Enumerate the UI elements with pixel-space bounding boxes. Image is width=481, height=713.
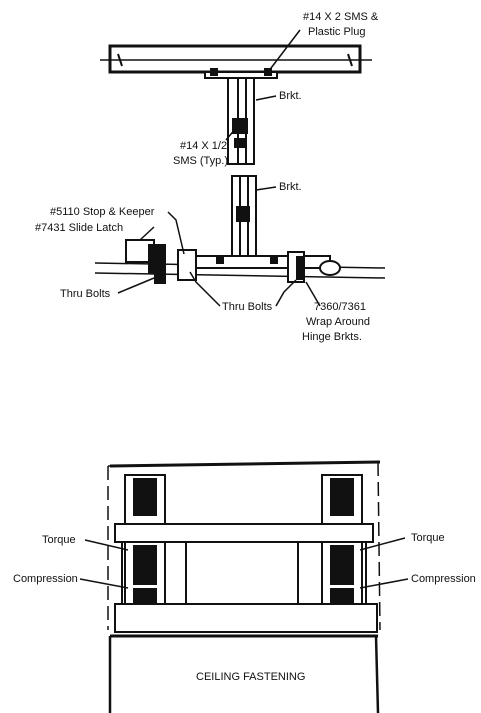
label-hinge-line3: Hinge Brkts. (302, 331, 362, 343)
label-torque-left: Torque (42, 534, 76, 546)
right-compression-nut (330, 588, 354, 604)
label-bracket-lower: Brkt. (279, 181, 302, 193)
leader-thru-bolts-left (117, 277, 155, 294)
left-spring (133, 565, 157, 585)
leader-screws-plug (267, 29, 301, 73)
leader-sms-typ (225, 127, 237, 141)
leader-thru-bolts-center-b (275, 279, 297, 307)
ceiling-fastening-assembly (107, 460, 381, 713)
right-top-nut (330, 478, 354, 516)
label-screws-plug-line2: Plastic Plug (308, 26, 365, 38)
label-screws-plug-line1: #14 X 2 SMS & (303, 11, 379, 23)
leader-stop-keeper (167, 211, 185, 255)
thru-bolt-center (270, 256, 278, 264)
door-bar-bottom (94, 272, 386, 279)
label-ceiling-fastening: CEILING FASTENING (196, 671, 305, 683)
leader-slide-latch (139, 226, 155, 241)
rail-break-right (347, 53, 353, 67)
label-stop-keeper: #5110 Stop & Keeper (50, 206, 155, 218)
label-thru-bolts-center: Thru Bolts (222, 301, 273, 313)
base-block (114, 603, 378, 633)
leader-hinge (305, 281, 321, 307)
leader-compression-right (359, 578, 409, 589)
leader-thru-bolts-center-a (189, 271, 221, 307)
top-rail-assembly (100, 44, 372, 165)
label-compression-right: Compression (411, 573, 476, 585)
right-spring (330, 565, 354, 585)
plastic-plug-left (210, 68, 218, 76)
hinge-rivet (216, 256, 224, 264)
leader-torque-right (359, 537, 406, 551)
label-sms-typ-line2: SMS (Typ.) (173, 155, 228, 167)
label-thru-bolts-left: Thru Bolts (60, 288, 111, 300)
label-sms-typ-line1: #14 X 1/2 (180, 140, 227, 152)
leader-bracket-upper (255, 95, 277, 101)
thru-bolt-left (154, 270, 166, 284)
stop-keeper (177, 249, 197, 281)
label-torque-right: Torque (411, 532, 445, 544)
leader-bracket-lower (255, 186, 277, 191)
left-torque-nut (133, 545, 157, 565)
cross-beam (114, 523, 374, 543)
rail-break-left (117, 53, 123, 67)
ceiling-top-edge (109, 460, 381, 468)
upper-bracket-screw (232, 118, 248, 134)
label-compression-left: Compression (13, 573, 78, 585)
lower-bracket-screw (236, 206, 250, 222)
hinge-knuckle (319, 260, 341, 276)
label-hinge-line1: 7360/7361 (314, 301, 366, 313)
lower-bracket-assembly (94, 175, 386, 284)
hinge-bracket-pin (296, 256, 304, 280)
top-rail (108, 44, 362, 74)
latch-block (148, 244, 166, 274)
left-top-nut (133, 478, 157, 516)
label-slide-latch: #7431 Slide Latch (35, 222, 123, 234)
label-bracket-upper: Brkt. (279, 90, 302, 102)
left-compression-nut (133, 588, 157, 604)
bottom-leaders (79, 537, 409, 589)
upper-bracket-screw-2 (234, 138, 246, 148)
leader-torque-left (84, 539, 129, 551)
leader-compression-left (79, 578, 129, 589)
label-hinge-line2: Wrap Around (306, 316, 370, 328)
ceiling-fastening-right (374, 635, 380, 713)
hinge-plate (179, 255, 331, 269)
top-leaders (117, 29, 321, 307)
right-torque-nut (330, 545, 354, 565)
